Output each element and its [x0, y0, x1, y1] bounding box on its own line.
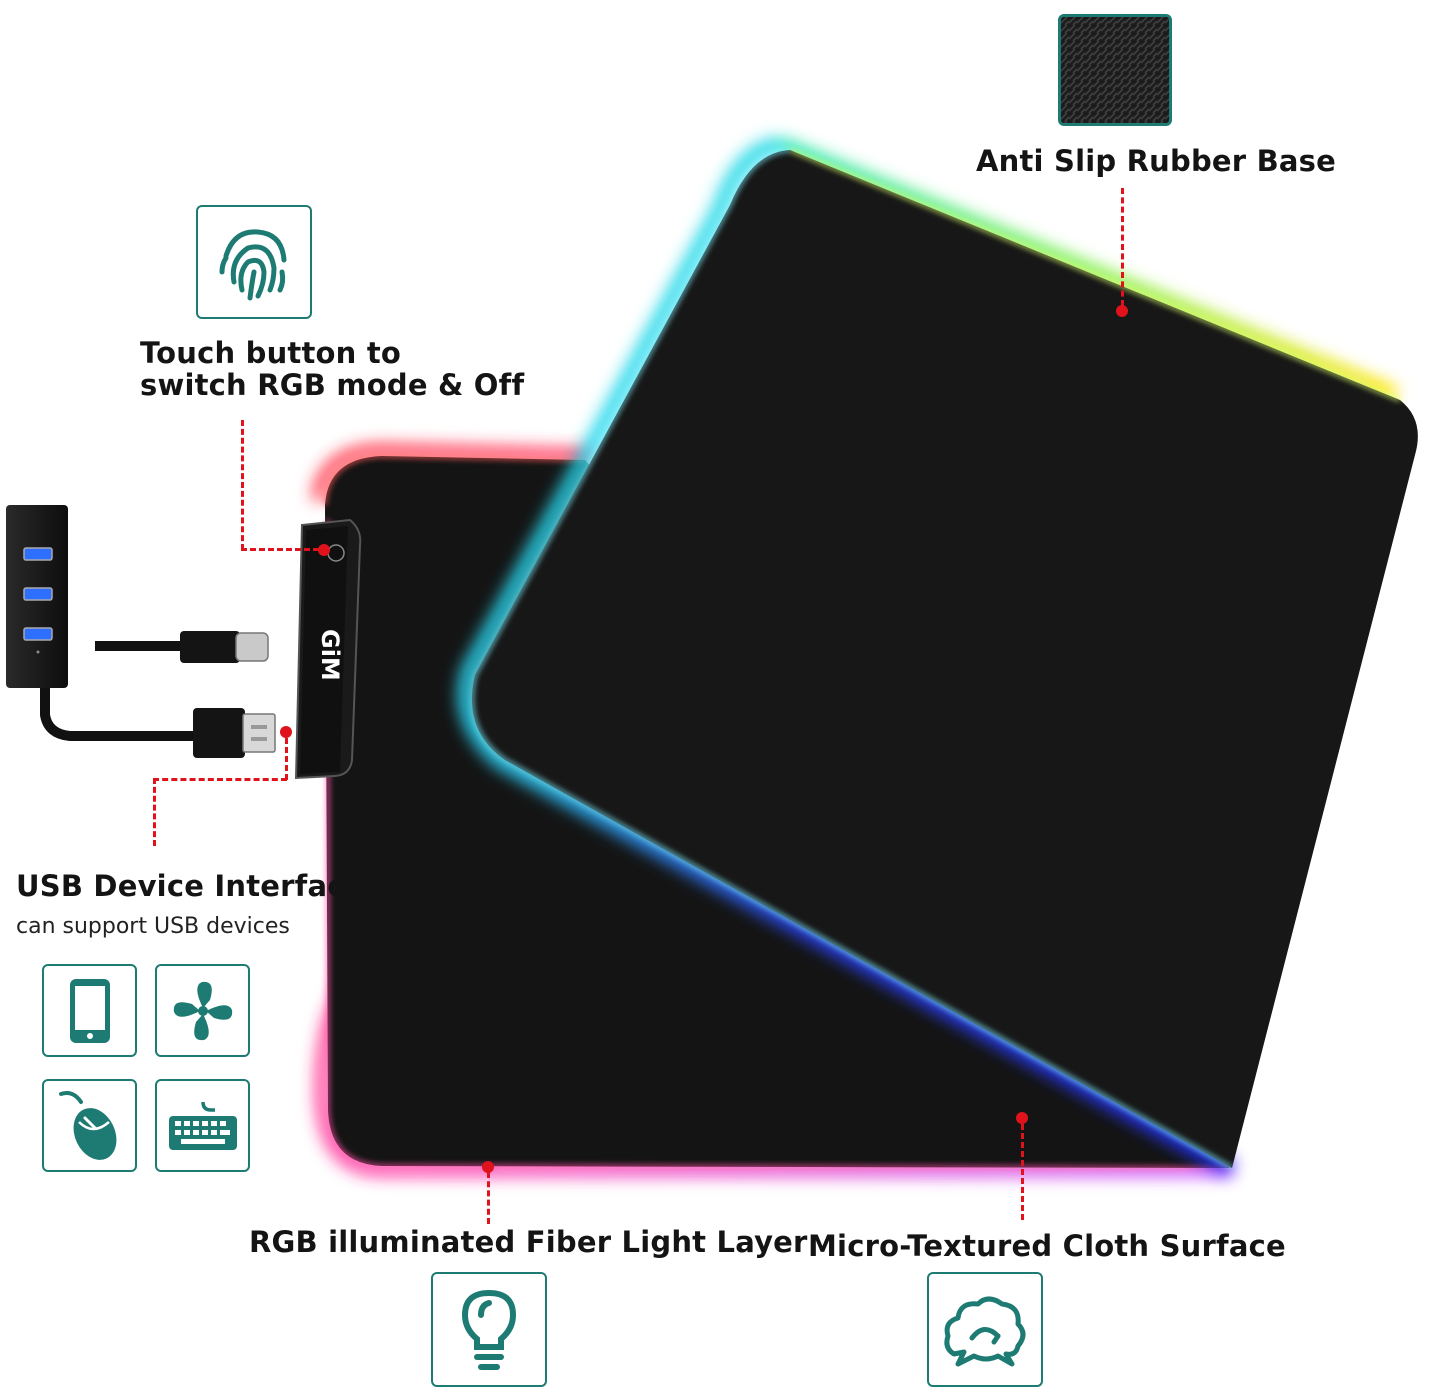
touch-pointer-horizontal: [241, 548, 319, 551]
usb-a-plug: [193, 708, 276, 758]
rgb-pointer-line: [487, 1172, 490, 1224]
anti-slip-pointer-line: [1121, 188, 1124, 306]
usb-hub: [6, 505, 68, 688]
hub-cable: [40, 688, 195, 741]
cloth-surface-label: Micro-Textured Cloth Surface: [808, 1229, 1286, 1263]
rubber-texture-swatch: [1058, 14, 1172, 126]
bulb-icon-box: [431, 1272, 547, 1387]
keyboard-icon-box: [155, 1079, 250, 1172]
cloth-pointer-dot: [1016, 1112, 1028, 1124]
brand-logo: GiM: [316, 629, 344, 681]
usb-pointer-dot: [280, 726, 292, 738]
keyboard-icon: [168, 1101, 237, 1150]
mouse-icon-box: [42, 1079, 137, 1172]
touch-label-line1: Touch button to: [140, 336, 402, 370]
fan-icon: [173, 981, 232, 1040]
touch-label-line2: switch RGB mode & Off: [140, 368, 525, 402]
touch-pointer-vertical: [241, 420, 244, 550]
fan-icon-box: [155, 964, 250, 1057]
fingerprint-icon: [219, 229, 287, 301]
rgb-pointer-dot: [482, 1161, 494, 1173]
smartphone-icon: [69, 978, 110, 1043]
usb-pointer-horizontal: [153, 778, 287, 781]
usb-interface-subtitle: can support USB devices: [16, 914, 290, 939]
fingerprint-icon-box: [196, 205, 312, 319]
rgb-control-unit: [294, 518, 362, 780]
back-mat-glow: [312, 443, 1232, 1176]
front-mat: [471, 150, 1418, 1168]
cloth-pointer-line: [1021, 1124, 1024, 1220]
cloth-icon-box: [927, 1272, 1043, 1387]
usb-interface-title: USB Device Interface: [16, 869, 365, 903]
cloud-cloth-icon: [944, 1296, 1026, 1366]
touch-pointer-dot: [318, 544, 330, 556]
lightbulb-icon: [461, 1289, 517, 1370]
usb-pointer-vertical-top: [285, 738, 288, 780]
anti-slip-pointer-dot: [1116, 305, 1128, 317]
phone-icon-box: [42, 964, 137, 1057]
anti-slip-label: Anti Slip Rubber Base: [976, 144, 1336, 178]
rgb-layer-label: RGB illuminated Fiber Light Layer: [249, 1225, 808, 1259]
mouse-icon: [58, 1090, 116, 1160]
usb-c-plug: [180, 631, 269, 663]
usb-pointer-vertical: [153, 778, 156, 846]
